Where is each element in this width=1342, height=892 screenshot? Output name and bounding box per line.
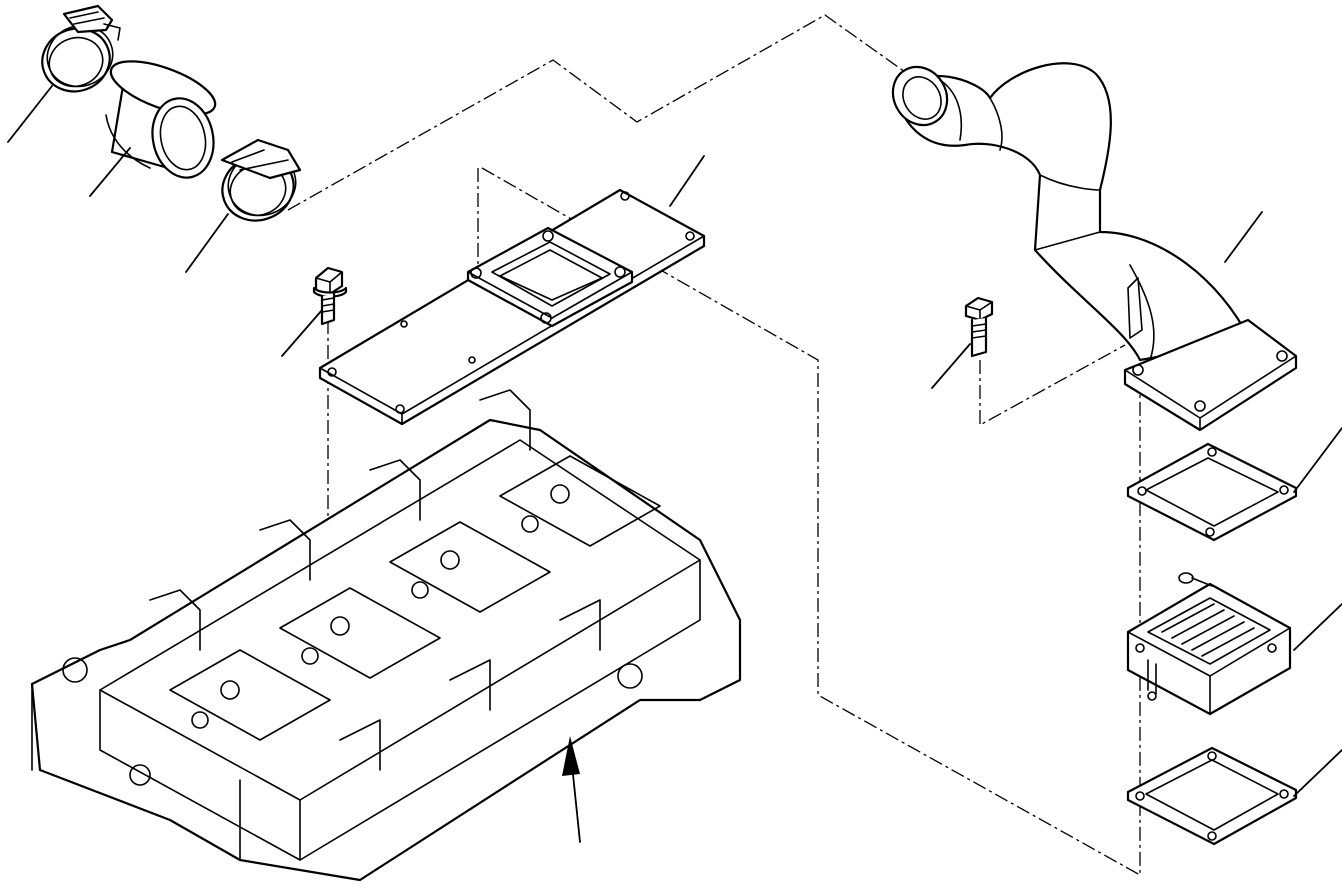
grid-heater-icon [1126, 572, 1292, 716]
flange-bolt-right-icon [964, 296, 994, 358]
leader-lines [7, 85, 1342, 797]
gasket-upper-icon [1126, 442, 1298, 542]
hose-clamp-lower-icon [220, 138, 302, 222]
intake-manifold-pipe-icon [891, 62, 1298, 432]
rubber-sleeve-icon [105, 60, 217, 179]
cover-plate-icon [318, 188, 706, 426]
arrow-up-icon [562, 736, 581, 843]
cylinder-head-icon [30, 389, 742, 882]
hose-clamp-upper-icon [41, 4, 121, 93]
flange-bolt-left-icon [312, 266, 348, 326]
gasket-lower-icon [1126, 746, 1298, 846]
